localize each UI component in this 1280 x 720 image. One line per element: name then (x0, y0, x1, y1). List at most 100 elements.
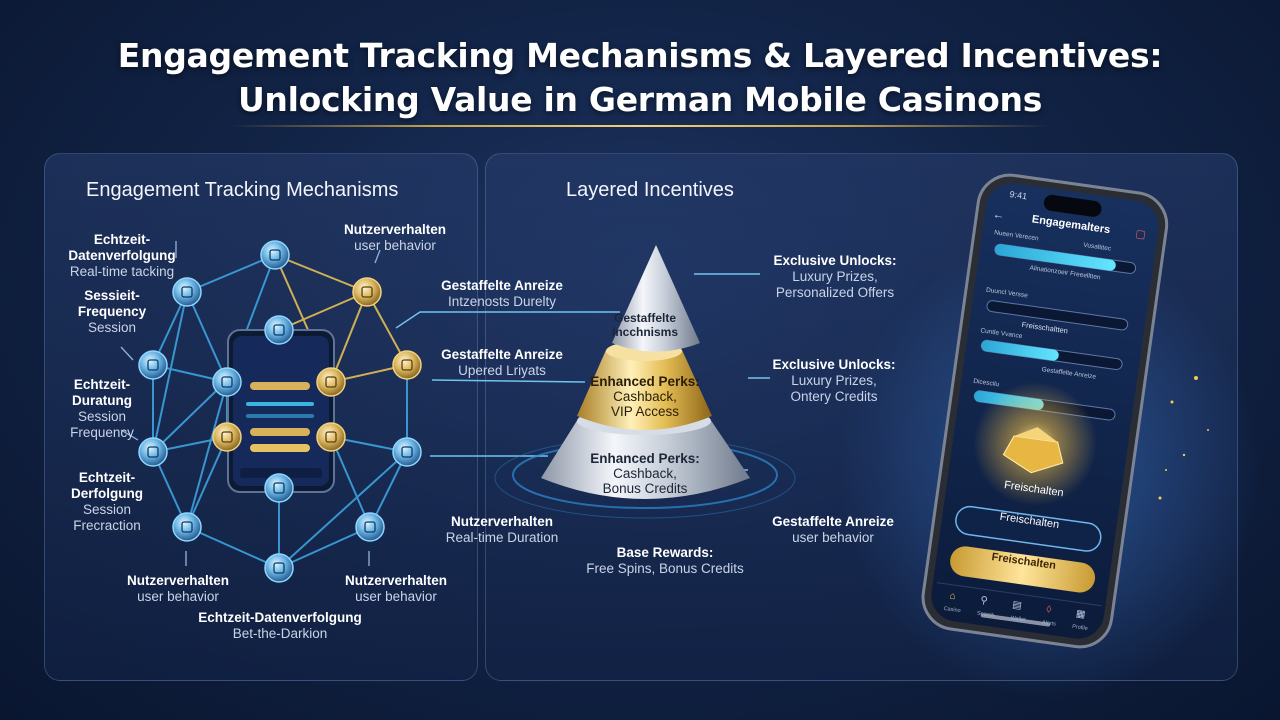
tier-title: Enhanced Perks: (590, 451, 700, 466)
network-node (316, 367, 346, 397)
label-title: Echtzeit- Datenverfolgung (68, 232, 176, 263)
bar1-left-label: Nueen Verecen (993, 229, 1040, 243)
cart-icon[interactable]: ▢ (1134, 227, 1147, 242)
network-node (264, 473, 294, 503)
tab-label: Profile (1071, 623, 1089, 633)
node-glyph-icon (221, 376, 233, 388)
node-glyph-icon (325, 376, 337, 388)
label-user-behavior-left: Nutzerverhalten user behavior (110, 573, 246, 605)
back-arrow-icon[interactable]: ← (991, 206, 1006, 223)
label-exclusive-unlocks-middle: Exclusive Unlocks: Luxury Prizes, Ontery… (772, 357, 896, 405)
label-tracking: Echtzeit- Derfolgung Session Frecraction (62, 470, 152, 534)
label-sub: user behavior (355, 589, 437, 604)
label-title: Exclusive Unlocks: (772, 357, 896, 372)
tab-label: Casino (943, 605, 961, 615)
bar1-right-label: Vusaltitec (1082, 241, 1112, 253)
network-node (264, 553, 294, 583)
label-title: Gestaffelte Anreize (772, 514, 894, 529)
home-tab-icon[interactable]: ⌂ (948, 590, 957, 603)
network-node (138, 350, 168, 380)
node-glyph-icon (401, 446, 413, 458)
node-glyph-icon (401, 359, 413, 371)
network-node (138, 437, 168, 467)
tier-text: Cashback, Bonus Credits (602, 466, 688, 496)
bar4-left-label: Dicescilu (972, 377, 1000, 389)
reward-label: Freischalten (1003, 479, 1065, 500)
label-title: Nutzerverhalten (344, 573, 448, 588)
label-title: Nutzerverhalten (343, 222, 447, 237)
label-title: Exclusive Unlocks: (773, 253, 897, 268)
pyramid-middle-label: Enhanced Perks: Cashback, VIP Access (590, 374, 700, 419)
label-bottom-tracking: Echtzeit-Datenverfolgung Bet-the-Darkion (190, 610, 370, 642)
node-glyph-icon (147, 359, 159, 371)
label-exclusive-unlocks-top: Exclusive Unlocks: Luxury Prizes, Person… (768, 253, 902, 301)
label-title: Nutzerverhalten (450, 514, 554, 529)
tier-title: Enhanced Perks: (590, 374, 700, 389)
node-glyph-icon (273, 482, 285, 494)
label-sub: Luxury Prizes, Ontery Credits (790, 373, 878, 404)
network-node (392, 350, 422, 380)
search-tab-icon[interactable]: ⚲ (979, 594, 989, 607)
page-title-line2: Unlocking Value in German Mobile Casinon… (237, 80, 1043, 119)
label-sub: Luxury Prizes, Personalized Offers (775, 269, 895, 300)
bar3-below-label: Gestaffelte Anreize (1041, 366, 1097, 381)
left-pointer-lines (120, 241, 381, 566)
label-anreize-middle: Gestaffelte Anreize Upered Lriyats (432, 347, 572, 379)
label-title: Echtzeit-Datenverfolgung (198, 610, 362, 625)
label-title: Base Rewards: (616, 545, 714, 560)
incentives-heading: Layered Incentives (566, 179, 734, 201)
tier-text: Cashback, VIP Access (610, 389, 680, 419)
network-node (392, 437, 422, 467)
node-glyph-icon (269, 249, 281, 261)
label-sub: user behavior (792, 530, 874, 545)
label-sub: Intzenosts Durelty (447, 294, 557, 309)
node-glyph-icon (273, 562, 285, 574)
unlock-button-gold[interactable]: Freischalten (990, 551, 1057, 572)
network-node (264, 315, 294, 345)
tab-label: Search (976, 610, 995, 619)
label-title: Gestaffelte Anreize (441, 347, 563, 362)
bar2-below-label: Freisschaltten (1021, 319, 1069, 336)
label-sub: Free Spins, Bonus Credits (586, 561, 744, 576)
label-title: Echtzeit- Duratung (72, 377, 132, 408)
sparkles (1158, 376, 1209, 500)
label-sub: Real-time Duration (445, 530, 559, 545)
connector-lines (395, 273, 770, 471)
label-session-frequency: Sessieit- Frequency Session (70, 288, 154, 336)
node-glyph-icon (147, 446, 159, 458)
page-title-line1: Engagement Tracking Mechanisms & Layered… (117, 36, 1163, 75)
label-base-rewards: Base Rewards: Free Spins, Bonus Credits (580, 545, 750, 577)
label-sub: Bet-the-Darkion (232, 626, 328, 641)
node-glyph-icon (273, 324, 285, 336)
node-glyph-icon (181, 521, 193, 533)
mobile-phone (840, 173, 1260, 700)
node-glyph-icon (221, 431, 233, 443)
network-node (352, 277, 382, 307)
node-glyph-icon (181, 286, 193, 298)
profile-tab-icon[interactable]: ▦ (1075, 608, 1087, 621)
label-duration: Echtzeit- Duratung Session Frequency (60, 377, 144, 441)
incentive-pyramid (494, 245, 796, 519)
wallet-tab-icon[interactable]: ▤ (1011, 599, 1023, 612)
label-sub: user behavior (354, 238, 436, 253)
network-node (316, 422, 346, 452)
network-node (260, 240, 290, 270)
label-sub: user behavior (137, 589, 219, 604)
network-node (212, 422, 242, 452)
pyramid-top-label: Gestaffelte Incchnisms (611, 311, 679, 339)
label-sub: Real-time tacking (69, 264, 175, 279)
network-node (355, 512, 385, 542)
label-title: Gestaffelte Anreize (441, 278, 563, 293)
phone-time: 9:41 (1009, 189, 1028, 202)
network-phone (227, 329, 335, 493)
label-realtime-tracking: Echtzeit- Datenverfolgung Real-time tack… (58, 232, 186, 280)
label-title: Nutzerverhalten (126, 573, 230, 588)
label-sub: Session Frecraction (73, 502, 141, 533)
bar1-below-label: Alinationzoeir Freeelltten (1029, 264, 1101, 282)
label-sub: Upered Lriyats (458, 363, 546, 378)
label-nutzerverhalten: Nutzerverhalten Real-time Duration (434, 514, 570, 546)
node-glyph-icon (361, 286, 373, 298)
unlock-button-outline[interactable]: Freischalten (998, 510, 1060, 532)
tab-label: Alerts (1041, 619, 1057, 628)
bell-tab-icon[interactable]: ◊ (1045, 604, 1053, 616)
